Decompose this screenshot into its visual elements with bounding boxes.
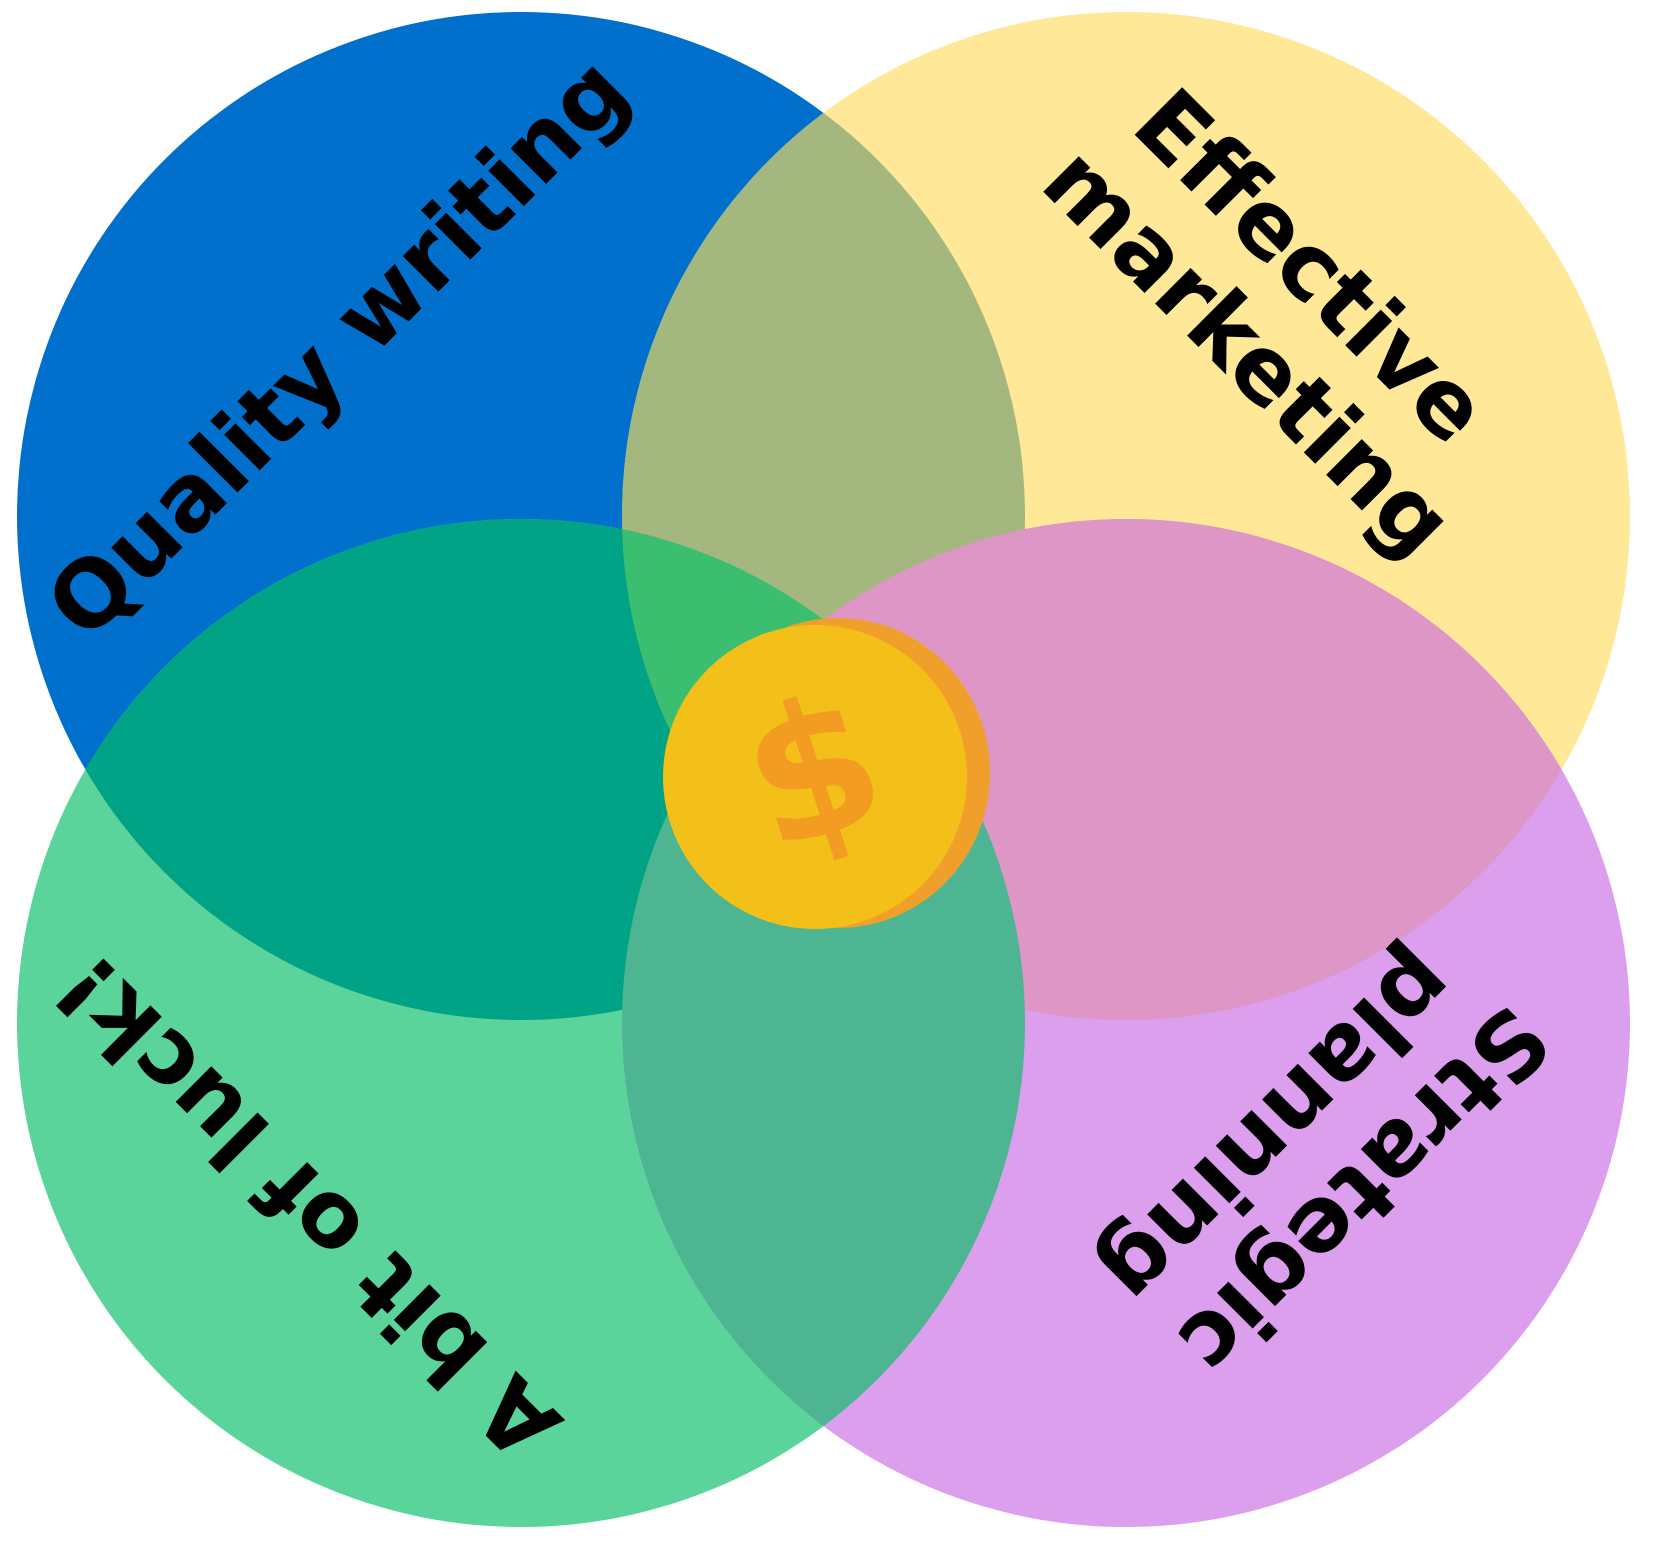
coin-face [663, 625, 967, 929]
dollar-coin-icon: $ [663, 618, 990, 929]
